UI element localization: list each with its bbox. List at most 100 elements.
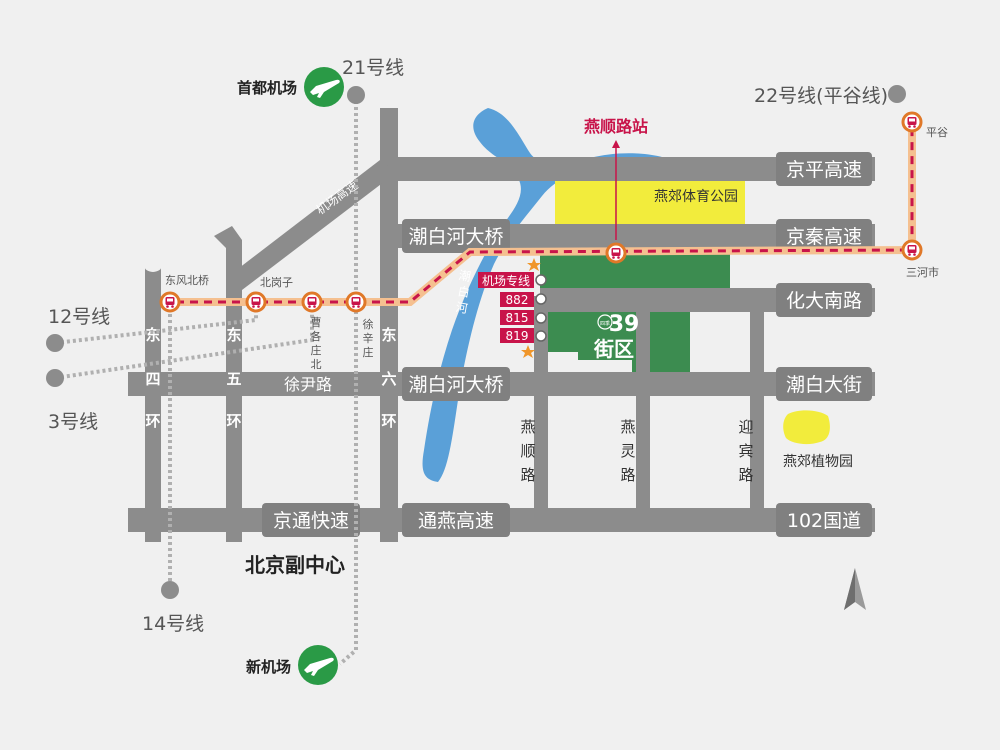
svg-text:顺: 顺 xyxy=(520,442,535,460)
svg-text:潮白河大桥: 潮白河大桥 xyxy=(408,226,503,248)
svg-text:宾: 宾 xyxy=(738,442,753,460)
station-xuxinzhuang-icon[interactable] xyxy=(345,291,367,313)
east-5th-ring-label: 东 五 环 xyxy=(226,326,241,430)
svg-text:东: 东 xyxy=(145,326,160,344)
station-dongfeng-beiqiao-label: 东风北桥 xyxy=(165,274,209,287)
road-tag-chaobai-bridge-mid: 潮白河大桥 xyxy=(402,367,510,401)
project-logo-name: 街区 xyxy=(593,337,634,361)
line12-label: 12号线 xyxy=(48,306,110,328)
svg-text:河: 河 xyxy=(455,300,469,316)
new-airport[interactable]: 新机场 xyxy=(246,645,338,685)
svg-text:102国道: 102国道 xyxy=(787,510,861,532)
road-tag-chaobai-st: 潮白大街 xyxy=(776,367,872,401)
station-caogezhuang-bei-icon[interactable] xyxy=(301,291,323,313)
bus-route-815: 815 xyxy=(506,311,529,325)
bus-stop-dot xyxy=(535,274,547,286)
svg-text:曹: 曹 xyxy=(311,316,322,329)
station-beigangzi-icon[interactable] xyxy=(245,291,267,313)
new-airport-label: 新机场 xyxy=(246,658,291,676)
capital-airport[interactable]: 首都机场 xyxy=(237,67,344,107)
east-6th-ring-label: 东 六 环 xyxy=(381,326,396,430)
station-beigangzi-label: 北岗子 xyxy=(260,276,293,289)
station-pinggu-label: 平谷 xyxy=(926,126,948,139)
svg-text:四: 四 xyxy=(145,370,160,388)
bus-tag-airport-line xyxy=(478,272,534,288)
svg-text:白: 白 xyxy=(457,283,471,300)
svg-text:环: 环 xyxy=(145,412,160,430)
project-logo-number: 39 xyxy=(609,312,640,337)
road-tag-jingqin: 京秦高速 xyxy=(776,219,872,253)
svg-text:辛: 辛 xyxy=(363,331,374,345)
botanical-garden-area xyxy=(783,410,830,445)
svg-text:环: 环 xyxy=(226,412,241,430)
station-dongfeng-beiqiao-icon[interactable] xyxy=(159,291,181,313)
bus-routes: 机场专线 882 815 819 xyxy=(478,258,547,358)
svg-text:燕: 燕 xyxy=(620,418,635,436)
botanical-garden-label: 燕郊植物园 xyxy=(783,453,853,470)
svg-text:徐: 徐 xyxy=(363,317,374,331)
svg-text:京秦高速: 京秦高速 xyxy=(786,226,862,248)
road-tag-tongyan: 通燕高速 xyxy=(402,503,510,537)
bus-stop-dot xyxy=(535,293,547,305)
svg-text:路: 路 xyxy=(620,466,635,484)
svg-text:五: 五 xyxy=(226,370,241,388)
bus-airport-line-label: 机场专线 xyxy=(482,273,530,288)
svg-text:通燕高速: 通燕高速 xyxy=(418,510,494,532)
project-logo-small: 四季 xyxy=(600,320,610,327)
line12-endpoint xyxy=(46,334,64,352)
svg-text:化大南路: 化大南路 xyxy=(786,290,862,312)
svg-text:燕: 燕 xyxy=(520,418,535,436)
metro-line-22 xyxy=(162,122,916,306)
station-sanhe-icon[interactable] xyxy=(901,239,923,261)
station-caogezhuang-bei-label: 曹 各 庄 北 xyxy=(311,316,322,371)
svg-text:路: 路 xyxy=(520,466,535,484)
east-4th-ring-label: 东 四 环 xyxy=(145,326,160,430)
road-tag-jingtong: 京通快速 xyxy=(262,503,360,537)
sports-park-label: 燕郊体育公园 xyxy=(654,188,738,205)
svg-text:北: 北 xyxy=(311,358,322,371)
station-yanshunlu-icon[interactable] xyxy=(605,242,627,264)
road-tag-jingping: 京平高速 xyxy=(776,152,872,186)
svg-text:迎: 迎 xyxy=(738,418,753,436)
chaobai-river xyxy=(422,108,680,482)
line21-endpoint xyxy=(347,86,365,104)
compass-icon xyxy=(844,568,866,610)
capital-airport-label: 首都机场 xyxy=(237,79,297,97)
river-label: 潮 白 河 xyxy=(455,267,472,316)
svg-text:庄: 庄 xyxy=(311,343,322,357)
svg-text:东: 东 xyxy=(381,326,396,344)
sub-center-label: 北京副中心 xyxy=(245,553,345,577)
yanling-road-label: 燕 灵 路 xyxy=(620,418,635,484)
svg-text:京通快速: 京通快速 xyxy=(273,510,349,532)
line14-endpoint xyxy=(161,581,179,599)
road-tag-102: 102国道 xyxy=(776,503,872,537)
svg-text:潮白大街: 潮白大街 xyxy=(786,374,862,396)
svg-text:潮: 潮 xyxy=(458,267,472,284)
bus-route-819: 819 xyxy=(506,329,529,343)
yingbin-road-label: 迎 宾 路 xyxy=(738,418,753,484)
yanshunlu-station-label: 燕顺路站 xyxy=(584,117,648,136)
svg-text:潮白河大桥: 潮白河大桥 xyxy=(408,374,503,396)
metro-dashed-lines xyxy=(54,95,358,666)
svg-text:六: 六 xyxy=(381,370,396,388)
yanshun-road-label: 燕 顺 路 xyxy=(520,418,535,484)
svg-text:京平高速: 京平高速 xyxy=(786,159,862,181)
line14-label: 14号线 xyxy=(142,613,204,635)
svg-text:庄: 庄 xyxy=(363,345,374,359)
svg-text:各: 各 xyxy=(311,329,322,343)
star-icon xyxy=(527,258,541,271)
station-pinggu-icon[interactable] xyxy=(901,111,923,133)
line3-label: 3号线 xyxy=(48,411,98,433)
bus-route-882: 882 xyxy=(506,293,529,307)
svg-text:灵: 灵 xyxy=(620,442,635,460)
station-sanhe-label: 三河市 xyxy=(906,265,939,279)
svg-text:东: 东 xyxy=(226,326,241,344)
line22-endpoint xyxy=(888,85,906,103)
pointer-arrow-icon xyxy=(612,140,620,148)
station-xuxinzhuang-label: 徐 辛 庄 xyxy=(363,317,374,359)
project-logo: 四季 39 街区 xyxy=(593,312,639,361)
line3-endpoint xyxy=(46,369,64,387)
svg-text:路: 路 xyxy=(738,466,753,484)
road-tag-huadanan: 化大南路 xyxy=(776,283,872,317)
